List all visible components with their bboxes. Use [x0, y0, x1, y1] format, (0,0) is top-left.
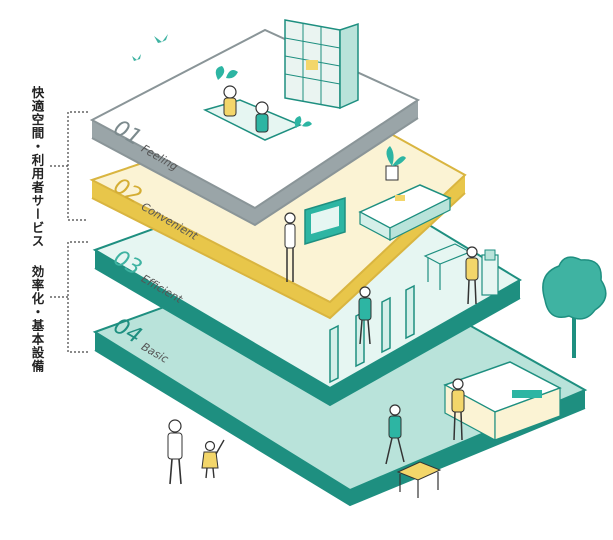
- side-label-comfort: 快適空間・利用者サービス: [30, 86, 43, 248]
- bracket-efficiency: [50, 242, 88, 352]
- bird-icon: [132, 34, 168, 61]
- bracket-comfort: [50, 112, 88, 220]
- child-icon: [202, 440, 224, 478]
- bookshelf-icon: [285, 20, 358, 108]
- person-icon: [168, 420, 182, 484]
- side-label-efficiency: 効率化・基本設備: [30, 265, 43, 373]
- tree-icon: [543, 257, 606, 358]
